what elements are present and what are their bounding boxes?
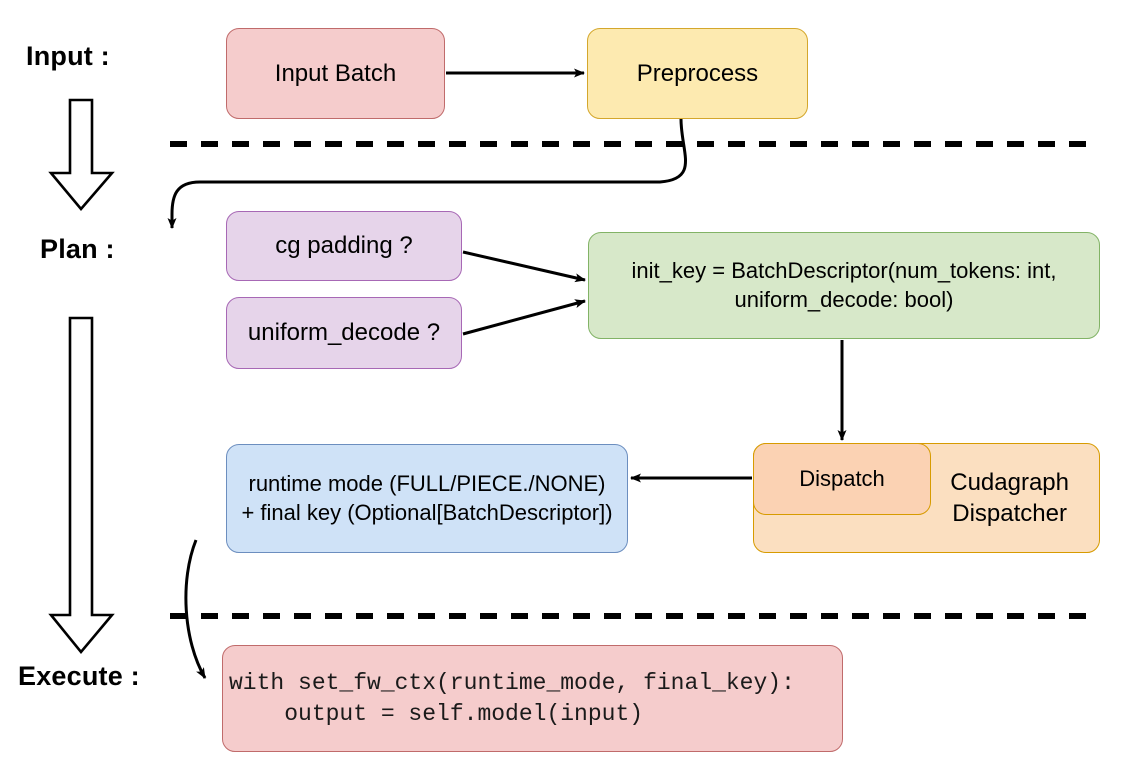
stage-label-plan: Plan : bbox=[40, 234, 115, 264]
edge-runtime-mode-to-code bbox=[184, 539, 207, 679]
node-init-key-text: init_key = BatchDescriptor(num_tokens: i… bbox=[624, 257, 1065, 314]
node-code-block[interactable]: with set_fw_ctx(runtime_mode, final_key)… bbox=[222, 645, 843, 752]
node-dispatch-label: Dispatch bbox=[799, 465, 885, 491]
node-runtime-mode[interactable]: runtime mode (FULL/PIECE./NONE) + final … bbox=[226, 444, 628, 553]
flow-arrow-plan-to-execute bbox=[48, 316, 115, 655]
flow-arrow-input-to-plan bbox=[48, 98, 115, 212]
node-code-block-text: with set_fw_ctx(runtime_mode, final_key)… bbox=[229, 670, 795, 727]
node-init-key-line1: init_key = BatchDescriptor(num_tokens: i… bbox=[631, 257, 1057, 283]
node-cudagraph-dispatcher-line1: Cudagraph bbox=[950, 468, 1069, 496]
edge-cg-padding-to-init-key bbox=[462, 250, 586, 283]
edge-preprocess-to-cg-padding bbox=[167, 118, 687, 229]
node-uniform-decode[interactable]: uniform_decode ? bbox=[226, 297, 462, 369]
node-preprocess[interactable]: Preprocess bbox=[587, 28, 808, 119]
node-init-key-line2: uniform_decode: bool) bbox=[734, 286, 954, 312]
node-cudagraph-dispatcher-line2: Dispatcher bbox=[952, 500, 1067, 527]
node-runtime-mode-line2: + final key (Optional[BatchDescriptor]) bbox=[241, 499, 613, 525]
edge-uniform-decode-to-init-key bbox=[462, 299, 586, 336]
node-input-batch[interactable]: Input Batch bbox=[226, 28, 445, 119]
stage-label-execute: Execute : bbox=[18, 661, 140, 691]
node-input-batch-label: Input Batch bbox=[274, 59, 397, 87]
node-dispatch[interactable]: Dispatch bbox=[753, 443, 931, 515]
node-cudagraph-dispatcher-text: Cudagraph Dispatcher bbox=[942, 467, 1077, 529]
node-runtime-mode-text: runtime mode (FULL/PIECE./NONE) + final … bbox=[233, 470, 620, 527]
node-cg-padding[interactable]: cg padding ? bbox=[226, 211, 462, 281]
node-init-key[interactable]: init_key = BatchDescriptor(num_tokens: i… bbox=[588, 232, 1100, 339]
node-cg-padding-label: cg padding ? bbox=[275, 232, 413, 260]
node-runtime-mode-line1: runtime mode (FULL/PIECE./NONE) bbox=[248, 470, 606, 496]
stage-label-input: Input : bbox=[26, 41, 110, 71]
node-preprocess-label: Preprocess bbox=[636, 59, 759, 87]
node-uniform-decode-label: uniform_decode ? bbox=[247, 319, 441, 347]
